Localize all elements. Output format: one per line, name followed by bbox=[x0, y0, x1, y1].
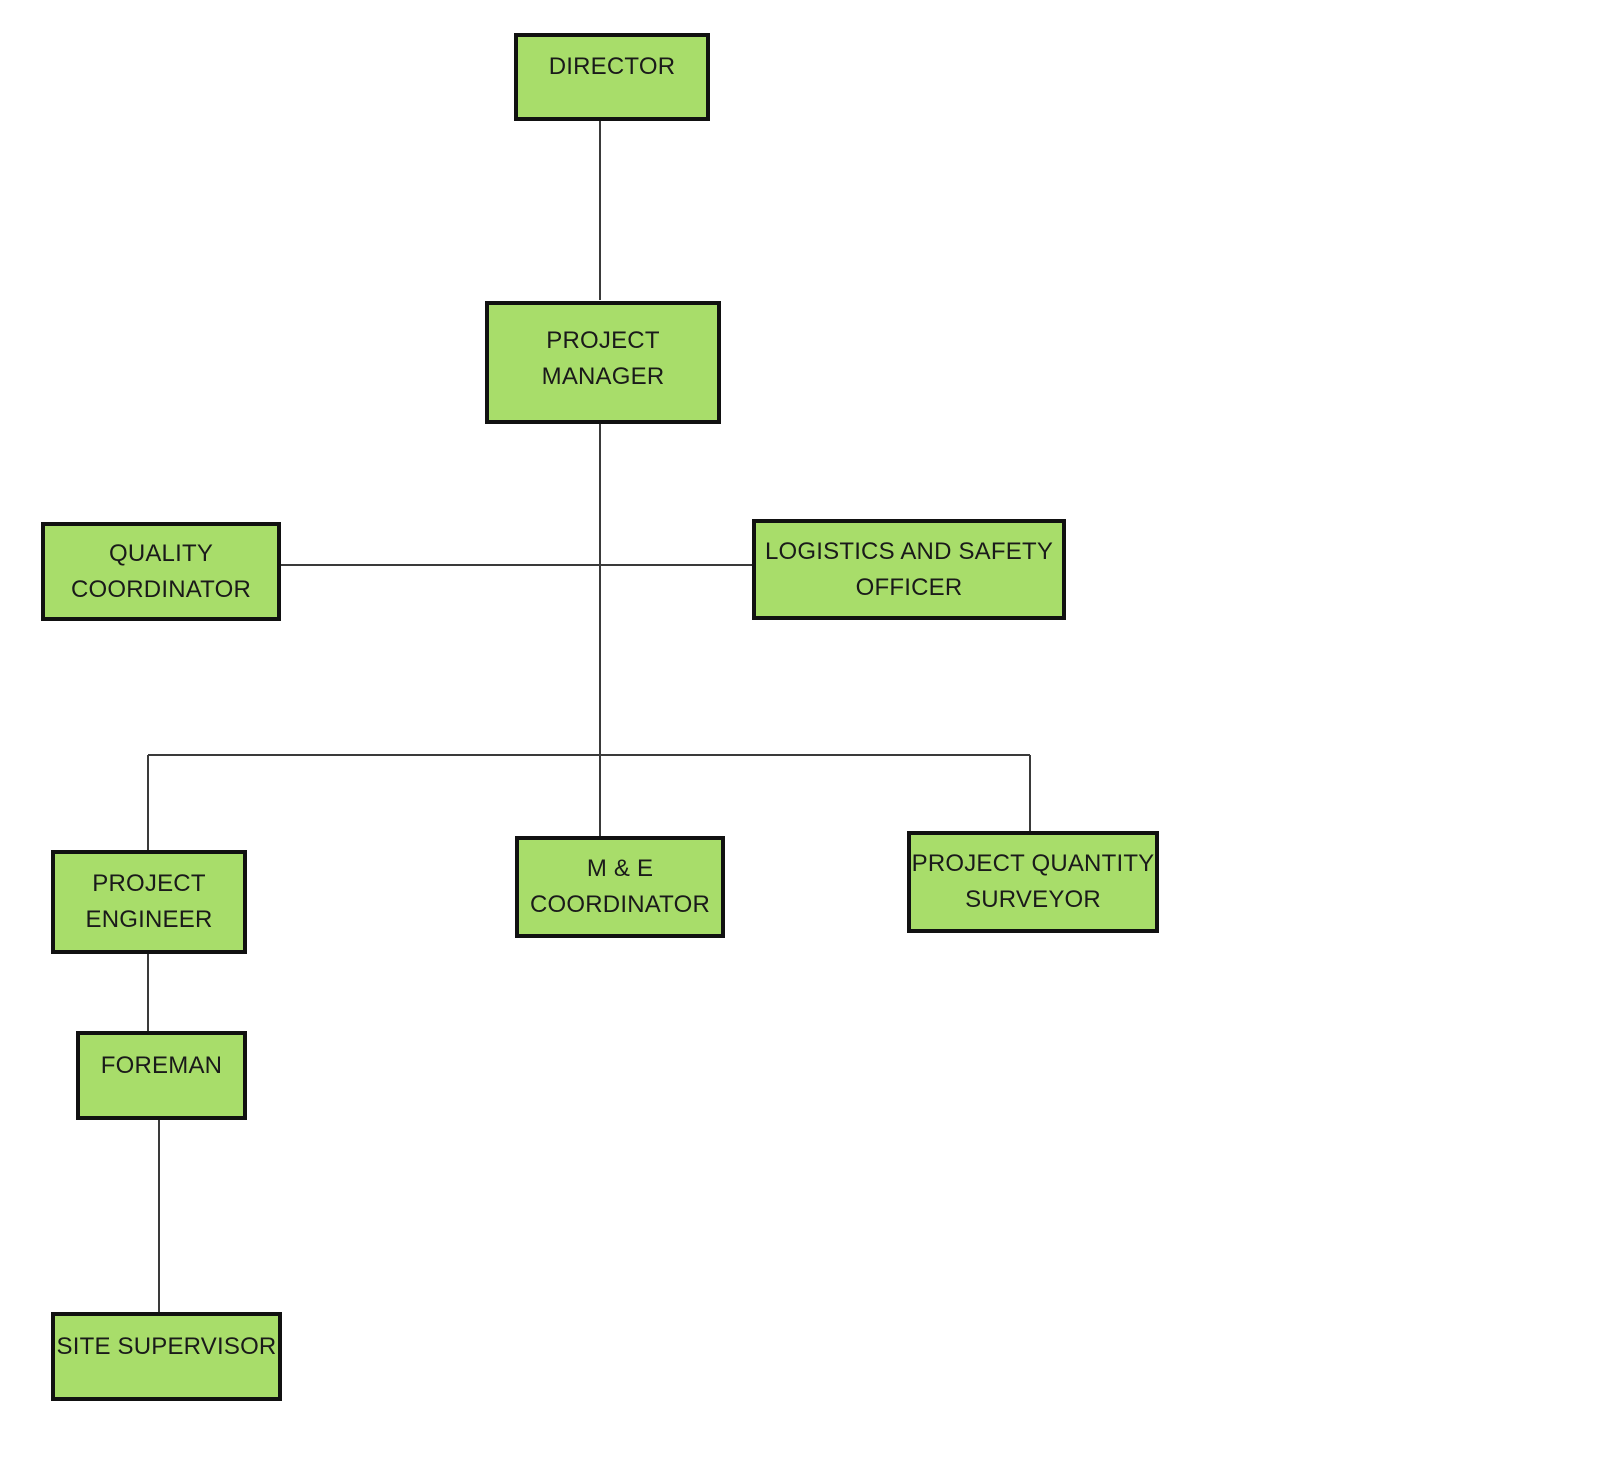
node-project-manager-label: PROJECT MANAGER bbox=[542, 323, 665, 395]
node-label-line: OFFICER bbox=[855, 573, 963, 601]
node-label-line: PROJECT bbox=[92, 870, 206, 897]
node-site-supervisor-label: SITE SUPERVISOR bbox=[57, 1329, 277, 1365]
node-label-line: SURVEYOR bbox=[965, 886, 1101, 913]
node-logistics-safety-officer-label: LOGISTICS AND SAFETY OFFICER bbox=[765, 534, 1053, 606]
node-logistics-safety-officer: LOGISTICS AND SAFETY OFFICER bbox=[752, 519, 1066, 620]
node-label-line: M & E bbox=[586, 855, 654, 882]
node-label-line: DIRECTOR bbox=[548, 53, 676, 80]
node-label-line: PROJECT QUANTITY bbox=[911, 850, 1155, 877]
node-quality-coordinator-label: QUALITY COORDINATOR bbox=[71, 536, 251, 608]
node-me-coordinator-label: M & E COORDINATOR bbox=[530, 851, 710, 923]
node-site-supervisor: SITE SUPERVISOR bbox=[51, 1312, 282, 1401]
node-quality-coordinator: QUALITY COORDINATOR bbox=[41, 522, 281, 621]
node-label-line: MANAGER bbox=[541, 362, 665, 390]
node-project-manager: PROJECT MANAGER bbox=[485, 301, 721, 424]
node-director-label: DIRECTOR bbox=[549, 49, 676, 85]
node-label-line: PROJECT bbox=[546, 326, 660, 354]
node-project-engineer: PROJECT ENGINEER bbox=[51, 850, 247, 954]
node-me-coordinator: M & E COORDINATOR bbox=[515, 836, 725, 938]
node-label-line: COORDINATOR bbox=[530, 891, 710, 918]
node-foreman-label: FOREMAN bbox=[101, 1048, 222, 1084]
node-label-line: SITE SUPERVISOR bbox=[56, 1332, 277, 1360]
node-project-engineer-label: PROJECT ENGINEER bbox=[86, 866, 213, 938]
node-label-line: COORDINATOR bbox=[71, 575, 251, 603]
node-project-quantity-surveyor-label: PROJECT QUANTITY SURVEYOR bbox=[912, 846, 1155, 918]
node-label-line: LOGISTICS AND SAFETY bbox=[764, 537, 1054, 565]
node-foreman: FOREMAN bbox=[76, 1031, 247, 1120]
node-label-line: QUALITY bbox=[108, 539, 214, 567]
node-director: DIRECTOR bbox=[514, 33, 710, 121]
node-label-line: FOREMAN bbox=[100, 1051, 223, 1079]
node-project-quantity-surveyor: PROJECT QUANTITY SURVEYOR bbox=[907, 831, 1159, 933]
node-label-line: ENGINEER bbox=[85, 906, 213, 933]
